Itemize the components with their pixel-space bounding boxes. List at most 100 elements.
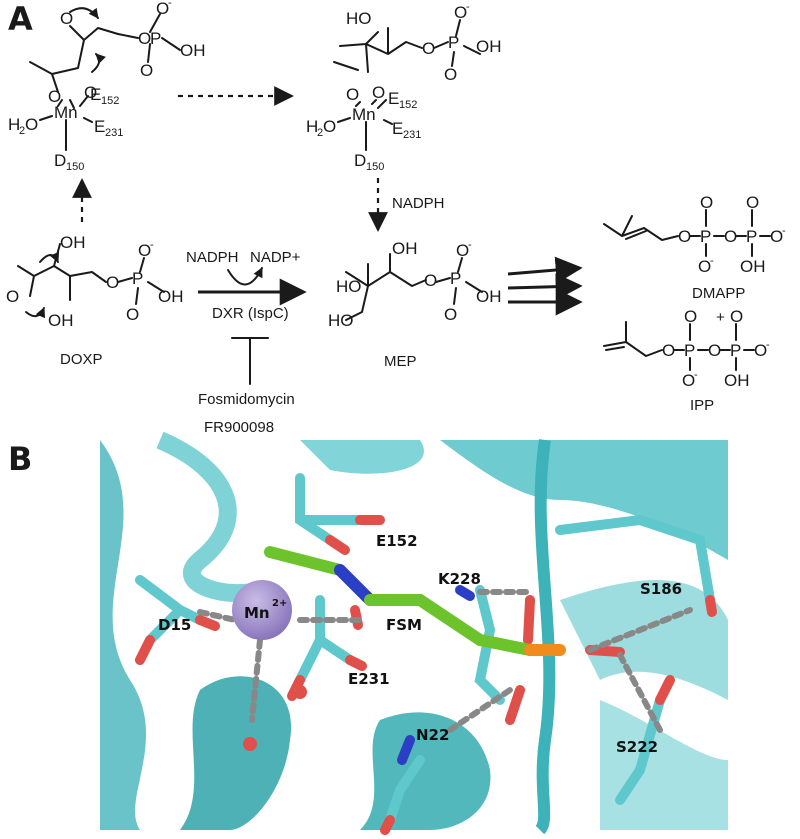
residue-label-fsm: FSM bbox=[386, 616, 422, 634]
atom-oh: OH bbox=[48, 311, 74, 330]
atom-o: O bbox=[140, 61, 153, 80]
water-o: O bbox=[25, 115, 38, 134]
dmapp-structure: O P O O - O P O OH O - DMAPP + bbox=[603, 193, 786, 326]
atom-o: O bbox=[662, 341, 675, 360]
panel-b-label: B bbox=[8, 440, 32, 478]
plus-sign: + bbox=[716, 309, 725, 326]
atom-o-minus: O bbox=[770, 227, 783, 246]
atom-o: O bbox=[700, 193, 713, 212]
atom-ho: HO bbox=[336, 277, 362, 296]
enzyme-label: DXR (IspC) bbox=[212, 305, 289, 322]
ipp-structure: O P O O - O P O OH O - IPP bbox=[603, 307, 770, 414]
panel-a: A O O O O P O - OH O Mn E 152 E 231 H 2 … bbox=[6, 0, 786, 436]
atom-o: O bbox=[138, 29, 151, 48]
atom-o: O bbox=[422, 39, 435, 58]
water-2: 2 bbox=[317, 127, 323, 139]
atom-o: O bbox=[746, 193, 759, 212]
atom-oh: OH bbox=[180, 41, 206, 60]
atom-oh: OH bbox=[476, 287, 502, 306]
atom-p: P bbox=[684, 341, 695, 360]
dmapp-label: DMAPP bbox=[692, 285, 745, 302]
panel-a-label: A bbox=[8, 0, 33, 38]
atom-o-minus: O bbox=[682, 371, 695, 390]
atom-oh: OH bbox=[724, 371, 750, 390]
atom-ho: HO bbox=[346, 9, 372, 28]
mn-charge: 2+ bbox=[272, 598, 287, 609]
atom-oh: OH bbox=[158, 287, 184, 306]
mep-structure: OH HO HO O P O - OH O MEP bbox=[328, 239, 502, 370]
atom-o-minus: O bbox=[156, 0, 169, 18]
atom-oh: OH bbox=[392, 239, 418, 258]
residue-label-d15: D15 bbox=[158, 616, 191, 634]
atom-p: P bbox=[730, 341, 741, 360]
atom-o: O bbox=[6, 287, 19, 306]
enediolate-complex: O O O O P O - OH O Mn E 152 E 231 H 2 O … bbox=[8, 0, 206, 173]
atom-p: P bbox=[448, 33, 459, 52]
atom-p: P bbox=[150, 29, 161, 48]
manganese-ion bbox=[232, 580, 292, 640]
atom-o: O bbox=[126, 305, 139, 324]
residue-label-n22: N22 bbox=[416, 726, 449, 744]
nadp-out-label: NADP+ bbox=[250, 249, 301, 266]
residue-d: D bbox=[354, 151, 366, 170]
intermediate-complex: HO O P O - OH O O O Mn E 152 E 231 H 2 O… bbox=[306, 1, 502, 173]
water-2: 2 bbox=[19, 125, 25, 137]
atom-o: O bbox=[60, 9, 73, 28]
atom-p: P bbox=[746, 227, 757, 246]
multistep-arrows bbox=[507, 256, 583, 316]
atom-oh: OH bbox=[740, 257, 766, 276]
atom-p: P bbox=[700, 227, 711, 246]
residue-e: E bbox=[94, 117, 105, 136]
ipp-label: IPP bbox=[690, 397, 714, 414]
dxr-reaction: NADPH NADP+ DXR (IspC) Fosmidomycin FR90… bbox=[186, 249, 307, 436]
residue-sub: 150 bbox=[366, 161, 384, 173]
charge-minus: - bbox=[694, 369, 698, 381]
residue-label-e231: E231 bbox=[348, 670, 390, 688]
atom-o: O bbox=[106, 273, 119, 292]
residue-sub: 231 bbox=[105, 127, 123, 139]
residue-e: E bbox=[388, 89, 399, 108]
atom-o-minus: O bbox=[698, 257, 711, 276]
metal-mn: Mn bbox=[54, 103, 78, 122]
charge-minus: - bbox=[766, 339, 770, 351]
atom-o: O bbox=[424, 271, 437, 290]
residue-label-s222: S222 bbox=[616, 738, 658, 756]
charge-minus: - bbox=[466, 1, 470, 13]
charge-minus: - bbox=[710, 255, 714, 267]
atom-o: O bbox=[372, 83, 385, 102]
inhibitor-1: Fosmidomycin bbox=[198, 391, 295, 408]
inhibitor-2: FR900098 bbox=[204, 419, 274, 436]
atom-o: O bbox=[48, 87, 61, 106]
mep-label: MEP bbox=[384, 353, 417, 370]
residue-e: E bbox=[392, 119, 403, 138]
atom-o: O bbox=[678, 227, 691, 246]
mn-label: Mn bbox=[244, 604, 270, 622]
atom-o: O bbox=[730, 307, 743, 326]
doxp-structure: OH O OH O P O - OH O DOXP bbox=[6, 233, 184, 368]
residue-label-s186: S186 bbox=[640, 580, 682, 598]
doxp-label: DOXP bbox=[60, 351, 103, 368]
atom-o-minus: O bbox=[754, 341, 767, 360]
atom-oh: OH bbox=[60, 233, 86, 252]
atom-o-minus: O bbox=[138, 241, 151, 260]
charge-minus: - bbox=[782, 225, 786, 237]
residue-sub: 231 bbox=[403, 129, 421, 141]
water-molecule bbox=[243, 737, 257, 751]
atom-o: O bbox=[684, 307, 697, 326]
residue-label-k228: K228 bbox=[438, 570, 481, 588]
residue-label-e152: E152 bbox=[376, 532, 418, 550]
residue-sub: 152 bbox=[399, 99, 417, 111]
atom-o: O bbox=[708, 341, 721, 360]
atom-o: O bbox=[724, 227, 737, 246]
atom-p: P bbox=[450, 269, 461, 288]
charge-minus: - bbox=[150, 239, 154, 251]
atom-o-minus: O bbox=[456, 241, 469, 260]
charge-minus: - bbox=[168, 0, 172, 9]
water-molecule bbox=[293, 685, 307, 699]
atom-o: O bbox=[444, 65, 457, 84]
atom-oh: OH bbox=[476, 37, 502, 56]
residue-sub: 150 bbox=[66, 161, 84, 173]
panel-b: B bbox=[8, 431, 728, 835]
atom-ho: HO bbox=[328, 311, 354, 330]
